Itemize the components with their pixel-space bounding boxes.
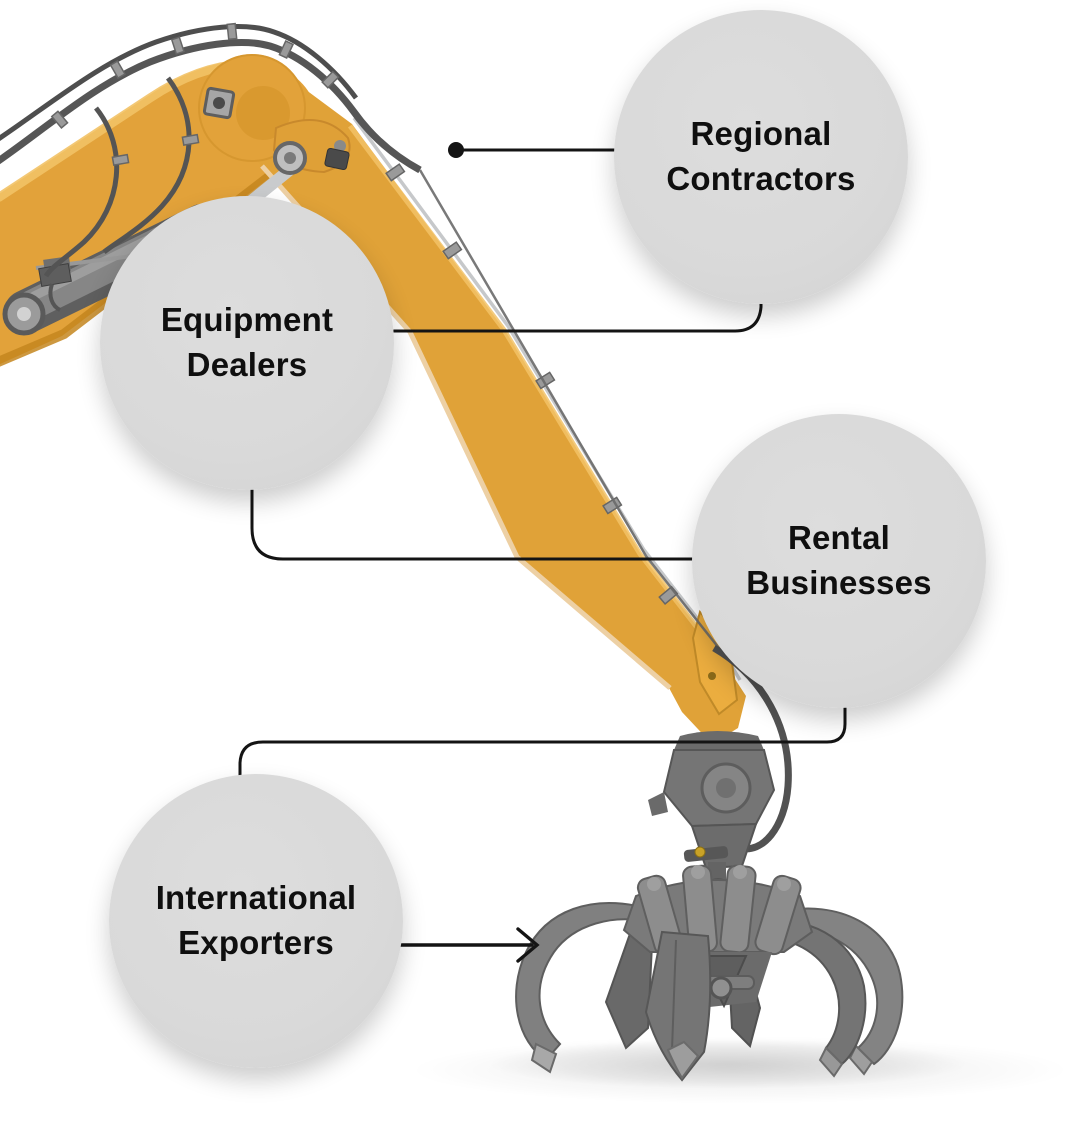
node-label-line: Regional bbox=[690, 115, 832, 153]
hydraulic-hoses bbox=[0, 22, 723, 653]
connector-regional-contractors bbox=[448, 142, 616, 158]
node-label-line: Businesses bbox=[746, 564, 932, 601]
node-label-line: Dealers bbox=[186, 346, 308, 383]
node-label-line: Equipment bbox=[160, 301, 334, 339]
grapple-coupler bbox=[648, 644, 792, 914]
connector-endpoint-dot bbox=[448, 142, 464, 158]
node-label-line: International bbox=[155, 879, 357, 917]
node-regional-contractors: Regional Contractors bbox=[614, 10, 908, 304]
node-label-line: Rental bbox=[787, 519, 891, 557]
connector-equipment-dealers bbox=[392, 301, 763, 333]
node-equipment-dealers: Equipment Dealers bbox=[100, 196, 394, 490]
node-label-line: Contractors bbox=[666, 160, 856, 197]
node-rental-businesses: Rental Businesses bbox=[692, 414, 986, 708]
connector-rental-businesses bbox=[250, 487, 696, 561]
orange-peel-grapple bbox=[515, 864, 904, 1082]
arrowhead-icon bbox=[516, 927, 540, 963]
node-international-exporters: International Exporters bbox=[109, 774, 403, 1068]
node-label-line: Exporters bbox=[178, 924, 334, 961]
connector-international-exporters bbox=[238, 704, 847, 779]
boom-elbow-joint bbox=[198, 54, 351, 175]
connector-grapple-arrow bbox=[398, 927, 540, 963]
